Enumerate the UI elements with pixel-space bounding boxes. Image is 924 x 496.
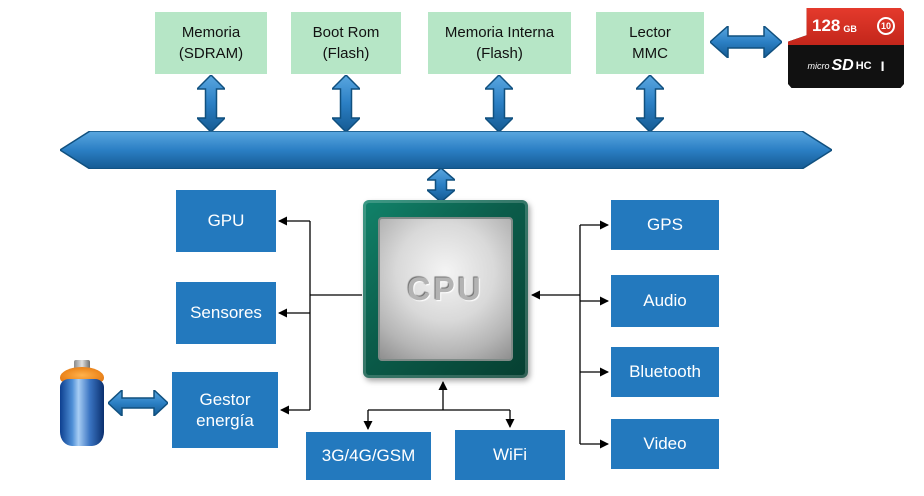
- sd-card-top: 128 GB 10: [788, 8, 904, 45]
- sd-capacity: 128: [812, 16, 841, 36]
- battery-terminal: [74, 360, 90, 369]
- module-3g4ggsm: 3G/4G/GSM: [306, 432, 431, 480]
- arrow-bus-cpu: [427, 168, 455, 202]
- arrow-interna-bus: [485, 75, 513, 132]
- module-gestor-energia: Gestor energía: [172, 372, 278, 448]
- arrow-mmc-sdcard: [710, 26, 782, 58]
- module-label: WiFi: [493, 445, 527, 465]
- sd-type-logo: SD: [831, 57, 854, 75]
- module-label-line2: (Flash): [476, 45, 523, 62]
- module-video: Video: [611, 419, 719, 469]
- cpu-chip-image: CPU: [363, 200, 528, 378]
- cpu-heat-spreader: CPU: [378, 217, 513, 361]
- module-label: Gestor energía: [196, 389, 254, 430]
- module-audio: Audio: [611, 275, 719, 327]
- module-lector-mmc: Lector MMC: [596, 12, 704, 74]
- module-memoria-sdram: Memoria (SDRAM): [155, 12, 267, 74]
- cpu-label: CPU: [407, 270, 484, 307]
- module-label: Audio: [643, 291, 687, 311]
- module-gps: GPS: [611, 200, 719, 250]
- module-label-line1: Lector: [629, 24, 671, 41]
- battery-body: [60, 379, 104, 446]
- module-gpu: GPU: [176, 190, 276, 252]
- arrow-memoria-bus: [197, 75, 225, 132]
- battery-icon: [58, 360, 106, 448]
- module-label-line1: Memoria Interna: [444, 24, 555, 41]
- module-label-line2: MMC: [632, 45, 668, 62]
- system-bus: [60, 131, 832, 169]
- arrow-mmc-bus: [636, 75, 664, 132]
- module-label: GPU: [207, 211, 245, 231]
- sd-type-suffix: HC: [855, 60, 872, 73]
- sd-uhs-rating: I: [880, 58, 885, 75]
- module-label-line2: (Flash): [322, 45, 370, 62]
- module-label: Bluetooth: [629, 362, 701, 382]
- sd-brand: micro: [807, 61, 830, 72]
- sd-card-image: 128 GB 10 micro SD HC I: [788, 8, 904, 88]
- module-sensores: Sensores: [176, 282, 276, 344]
- battery-top-band: [60, 367, 104, 382]
- arrow-battery-gestor: [108, 390, 168, 416]
- sd-unit: GB: [843, 23, 857, 34]
- module-wifi: WiFi: [455, 430, 565, 480]
- sd-speed-class-icon: 10: [877, 17, 895, 36]
- module-label: GPS: [647, 215, 683, 235]
- module-label-line2: (SDRAM): [178, 45, 244, 62]
- module-memoria-interna: Memoria Interna (Flash): [428, 12, 571, 74]
- module-boot-rom: Boot Rom (Flash): [291, 12, 401, 74]
- module-label: Sensores: [190, 303, 262, 323]
- module-label: Video: [643, 434, 687, 454]
- module-label-line1: Boot Rom: [312, 24, 380, 41]
- sd-speed-class: 10: [880, 21, 891, 32]
- sd-card-bottom: micro SD HC I: [788, 45, 904, 88]
- arrow-bootrom-bus: [332, 75, 360, 132]
- module-bluetooth: Bluetooth: [611, 347, 719, 397]
- module-label: 3G/4G/GSM: [321, 446, 416, 466]
- module-label-line1: Memoria: [181, 24, 241, 41]
